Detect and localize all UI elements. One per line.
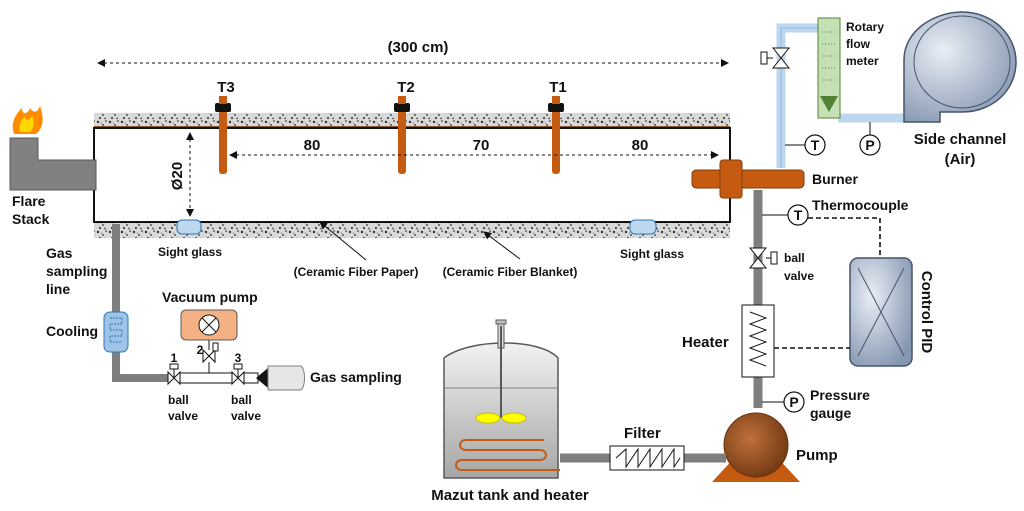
ball-valve-left-label-1: ball [168, 393, 189, 407]
flare-stack-label-1: Flare [12, 193, 46, 209]
gas-sampling-bag [256, 365, 305, 391]
thermocouple-label: Thermocouple [812, 197, 909, 213]
ball-valve-2 [202, 340, 219, 373]
pressure-gauge-label-2: gauge [810, 405, 851, 421]
pid-signal-thermocouple [808, 217, 881, 258]
thermocouple-t3: T3 [215, 79, 235, 174]
diameter-label: Ø20 [169, 162, 186, 190]
valve-2-number: 2 [197, 343, 204, 357]
air-pipe-outline [780, 27, 820, 168]
gas-sampling-label: Gas sampling [310, 369, 402, 385]
air-pressure-symbol: P [865, 137, 874, 153]
ceramic-blanket-pointer [483, 231, 521, 260]
vacuum-pump-label: Vacuum pump [162, 289, 258, 305]
thermocouple-t2-label: T2 [397, 79, 415, 96]
rotary-flow-meter-label-1: Rotary [846, 20, 884, 34]
mazut-tank-label: Mazut tank and heater [431, 487, 589, 504]
sight-glass-right-label: Sight glass [620, 247, 684, 261]
thermocouple-t3-label: T3 [217, 79, 235, 96]
fuel-pump [712, 412, 800, 482]
air-temperature-symbol: T [811, 137, 820, 153]
fuel-temperature-indicator: T [762, 204, 809, 226]
heater-label: Heater [682, 334, 729, 351]
ceramic-blanket-label: (Ceramic Fiber Blanket) [443, 265, 578, 279]
flare-stack-label-2: Stack [12, 211, 50, 227]
sight-glass-right: Sight glass [620, 219, 684, 261]
valve-1-number: 1 [171, 351, 178, 365]
rotary-flow-meter-label-2: flow [846, 37, 871, 51]
vacuum-pump [180, 309, 238, 341]
pump-label: Pump [796, 447, 838, 464]
flare-stack [9, 137, 97, 191]
flame-icon [12, 106, 43, 134]
sight-glass-left-label: Sight glass [158, 245, 222, 259]
rotary-flow-meter-label-3: meter [846, 54, 879, 68]
mazut-tank [443, 319, 560, 479]
sampling-connector [243, 372, 259, 384]
rotary-flow-meter [817, 17, 841, 119]
filter-label: Filter [624, 425, 661, 442]
fuel-pressure-gauge: P [762, 391, 805, 413]
air-ball-valve [760, 47, 791, 69]
fuel-ball-valve [748, 247, 778, 269]
fuel-filter [609, 445, 685, 471]
ball-valve-1 [167, 363, 181, 386]
ball-valve-mid-label-1: ball [231, 393, 252, 407]
fuel-ball-valve-label-2: valve [784, 269, 814, 283]
air-pressure-indicator: P [859, 134, 881, 156]
side-channel-label-2: (Air) [945, 151, 976, 168]
gas-sampling-line-lower [112, 352, 170, 382]
burner [691, 159, 805, 199]
fuel-temperature-symbol: T [794, 207, 803, 223]
spacing-label-3: 80 [632, 137, 649, 154]
gas-sampling-line-label-3: line [46, 281, 70, 297]
combustion-chamber [93, 127, 731, 223]
ball-valve-3 [231, 363, 245, 386]
side-channel-blower [903, 11, 1017, 123]
cooling-unit [103, 311, 129, 353]
length-dimension-label: (300 cm) [388, 39, 449, 56]
gas-sampling-line-label-1: Gas [46, 245, 73, 261]
ceramic-paper-label: (Ceramic Fiber Paper) [294, 265, 419, 279]
air-temperature-indicator: T [804, 134, 826, 156]
control-pid-label: Control PID [918, 271, 935, 354]
insulation-bottom [94, 223, 730, 238]
gas-sampling-line-label-2: sampling [46, 263, 107, 279]
fuel-pressure-symbol: P [789, 394, 798, 410]
spacing-label-1: 80 [304, 137, 321, 154]
pressure-gauge-label-1: Pressure [810, 387, 870, 403]
spacing-label-2: 70 [473, 137, 490, 154]
insulation-top [94, 113, 730, 127]
fuel-heater [741, 304, 775, 378]
burner-label: Burner [812, 171, 858, 187]
side-channel-label-1: Side channel [914, 131, 1007, 148]
valve-connector [179, 372, 233, 384]
sight-glass-left: Sight glass [158, 219, 222, 259]
cooling-label: Cooling [46, 323, 98, 339]
control-pid [849, 257, 913, 367]
valve-3-number: 3 [235, 351, 242, 365]
ceramic-paper-pointer [319, 221, 367, 261]
fuel-ball-valve-label-1: ball [784, 251, 805, 265]
ball-valve-left-label-2: valve [168, 409, 198, 423]
ball-valve-mid-label-2: valve [231, 409, 261, 423]
thermocouple-t1-label: T1 [549, 79, 567, 96]
